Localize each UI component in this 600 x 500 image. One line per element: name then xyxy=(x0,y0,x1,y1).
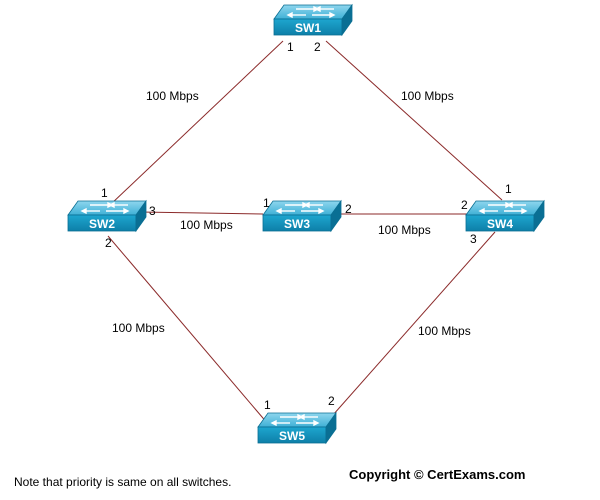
switch-sw1[interactable]: SW1 xyxy=(273,4,353,36)
link-sw1-sw4 xyxy=(325,40,503,201)
switch-sw2[interactable]: SW2 xyxy=(67,200,147,232)
port-sw3-1: 1 xyxy=(263,196,270,210)
link-sw2-sw3 xyxy=(139,211,264,215)
port-sw2-1: 1 xyxy=(101,186,108,200)
link-label-sw1-sw4: 100 Mbps xyxy=(401,89,454,103)
port-sw4-2: 2 xyxy=(461,198,468,212)
link-sw1-sw2 xyxy=(109,40,284,206)
switch-label-sw5: SW5 xyxy=(279,429,305,443)
priority-note: Note that priority is same on all switch… xyxy=(14,475,232,489)
port-sw4-1: 1 xyxy=(505,182,512,196)
link-label-sw2-sw3: 100 Mbps xyxy=(180,218,233,232)
port-sw5-2: 2 xyxy=(328,394,335,408)
switch-label-sw4: SW4 xyxy=(487,217,513,231)
switch-label-sw3: SW3 xyxy=(284,217,310,231)
switch-sw5[interactable]: SW5 xyxy=(257,412,337,444)
port-sw3-2: 2 xyxy=(345,202,352,216)
link-label-sw3-sw4: 100 Mbps xyxy=(378,223,431,237)
link-sw4-sw5 xyxy=(324,231,496,425)
port-sw2-3: 3 xyxy=(149,204,156,218)
port-sw4-3: 3 xyxy=(470,232,477,246)
link-label-sw4-sw5: 100 Mbps xyxy=(418,324,471,338)
copyright-text: Copyright © CertExams.com xyxy=(349,467,526,482)
link-sw2-sw5 xyxy=(107,235,269,425)
link-label-sw1-sw2: 100 Mbps xyxy=(146,89,199,103)
switch-sw3[interactable]: SW3 xyxy=(262,200,342,232)
switch-label-sw2: SW2 xyxy=(89,217,115,231)
port-sw1-1: 1 xyxy=(287,40,294,54)
port-sw1-2: 2 xyxy=(314,40,321,54)
switch-sw4[interactable]: SW4 xyxy=(465,200,545,232)
link-label-sw2-sw5: 100 Mbps xyxy=(112,321,165,335)
port-sw5-1: 1 xyxy=(264,398,271,412)
port-sw2-2: 2 xyxy=(105,236,112,250)
switch-label-sw1: SW1 xyxy=(295,21,321,35)
